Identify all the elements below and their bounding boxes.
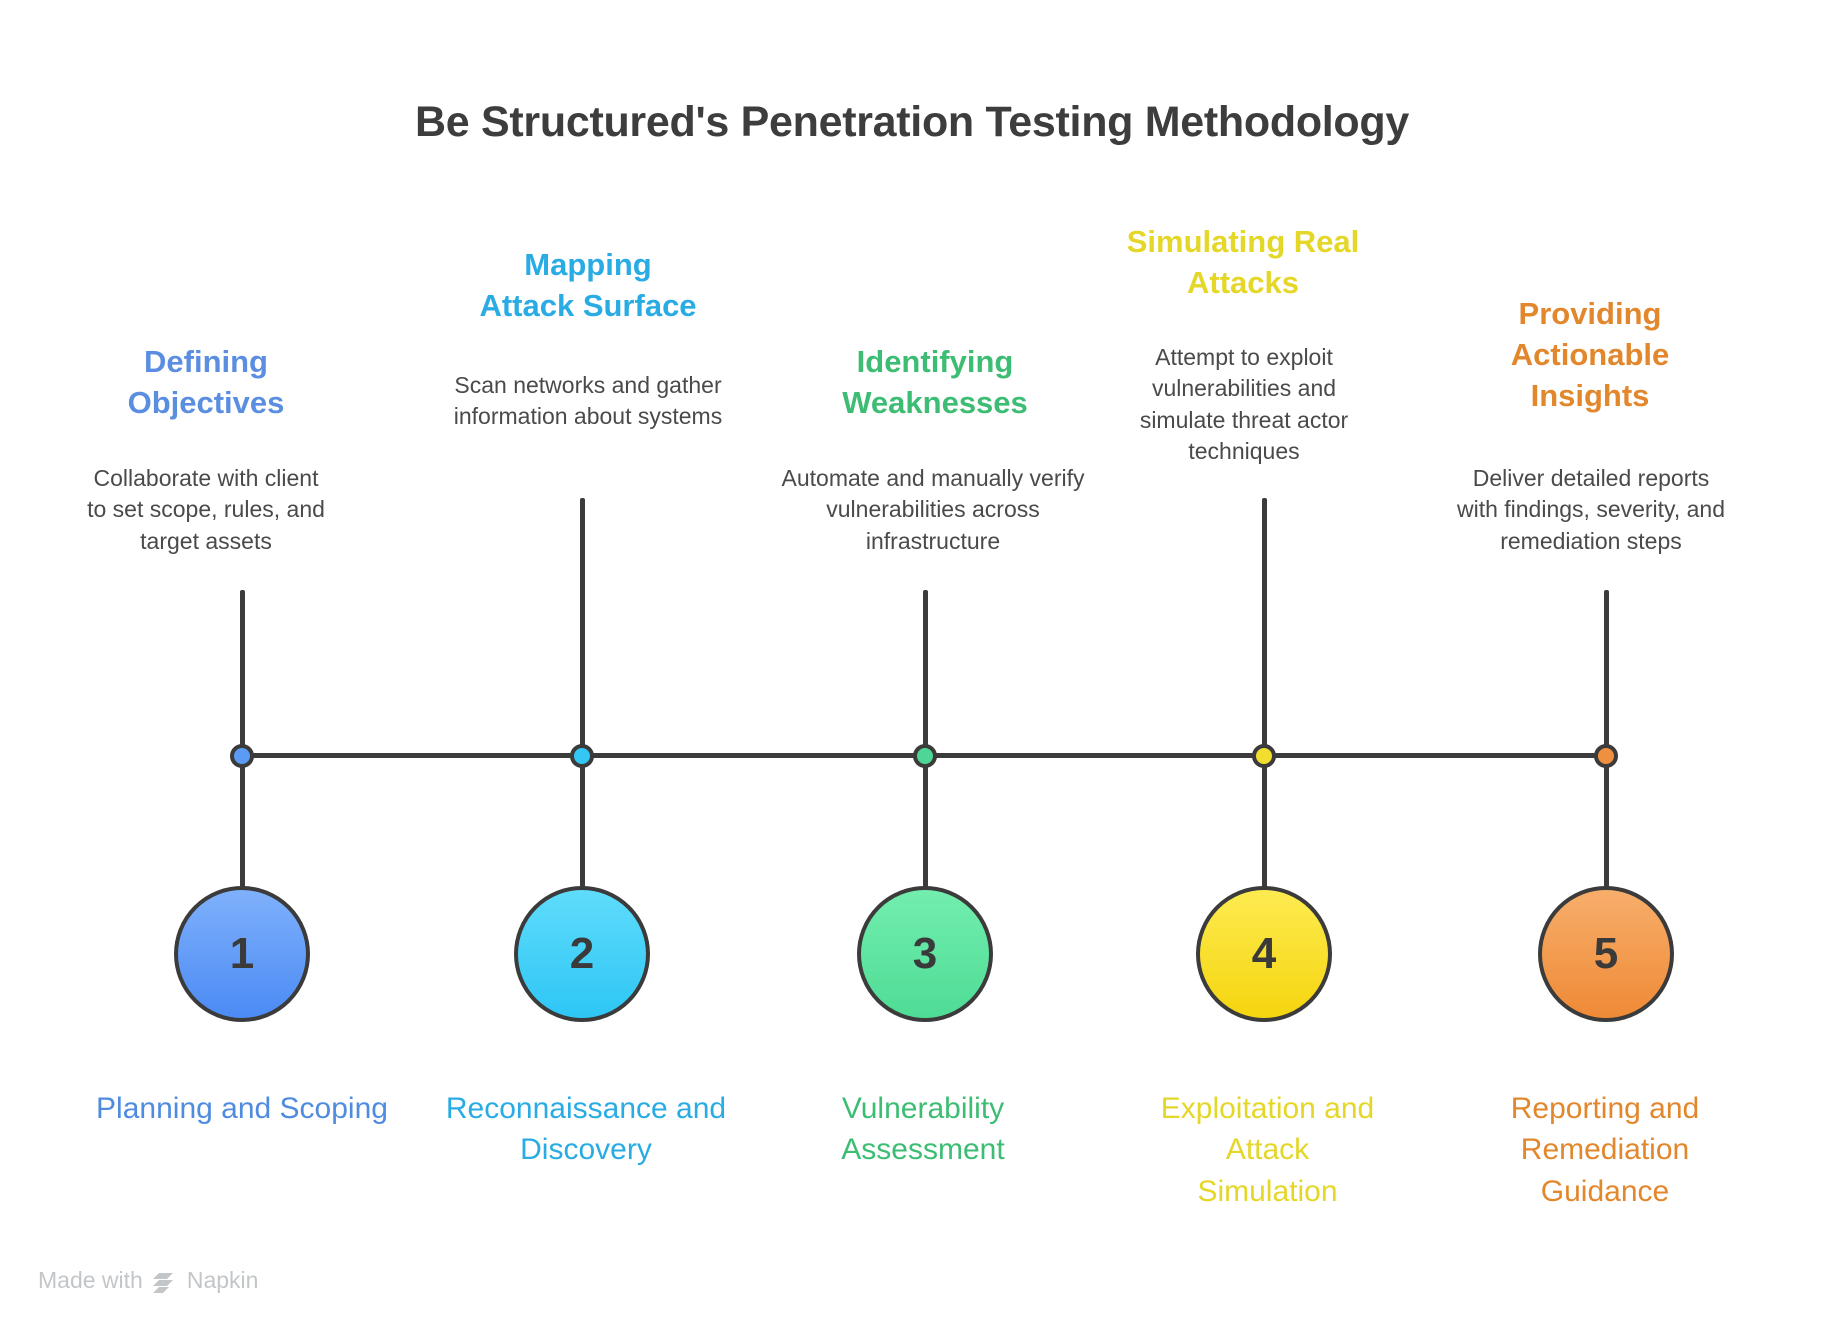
- step-3-headline-line-1: Identifying: [856, 344, 1014, 379]
- step-5-number: 5: [1593, 929, 1619, 978]
- step-3-number: 3: [912, 929, 938, 978]
- step-5-footer-label: Reporting and Remediation Guidance: [1510, 1092, 1700, 1208]
- step-2-number: 2: [569, 929, 595, 978]
- step-2-description: Scan networks and gather information abo…: [453, 372, 723, 430]
- step-1-number-circle[interactable]: 1: [174, 886, 310, 1022]
- step-2-headline: Mapping Attack Surface: [448, 245, 728, 327]
- step-3-number-circle[interactable]: 3: [857, 886, 993, 1022]
- step-5-headline-line-2: Actionable: [1510, 336, 1670, 372]
- step-4-stem-lower: [1262, 760, 1267, 908]
- step-1-headline-line-1: Defining: [144, 344, 268, 379]
- step-1-number: 1: [229, 929, 255, 978]
- step-5-timeline-dot[interactable]: [1594, 744, 1618, 768]
- step-4-headline-line-2: Attacks: [1187, 264, 1299, 300]
- step-2-footer-label: Reconnaissance and Discovery: [445, 1092, 727, 1167]
- step-4-number: 4: [1251, 929, 1277, 978]
- napkin-logo-icon: [152, 1269, 178, 1293]
- step-4-timeline-dot[interactable]: [1252, 744, 1276, 768]
- step-3-stem-upper: [923, 590, 928, 758]
- step-5-number-circle[interactable]: 5: [1538, 886, 1674, 1022]
- step-5-headline: Providing Actionable Insights: [1460, 294, 1720, 417]
- step-3-timeline-dot[interactable]: [913, 744, 937, 768]
- step-1-headline-line-2: Objectives: [127, 384, 285, 420]
- step-2-timeline-dot[interactable]: [570, 744, 594, 768]
- step-3-headline-line-2: Weaknesses: [842, 384, 1028, 420]
- step-1-headline: Defining Objectives: [78, 342, 334, 424]
- step-5-stem-upper: [1604, 590, 1609, 758]
- step-2-stem-lower: [580, 760, 585, 908]
- step-2-stem-upper: [580, 498, 585, 758]
- step-2-headline-line-2: Attack Surface: [479, 287, 697, 323]
- watermark: Made with Napkin: [38, 1267, 258, 1294]
- watermark-made-with-label: Made with: [38, 1267, 143, 1293]
- step-3-footer-label: Vulnerability Assessment: [841, 1092, 1005, 1167]
- step-5-headline-line-3: Insights: [1530, 377, 1650, 413]
- step-3-headline: Identifying Weaknesses: [790, 342, 1080, 424]
- step-2-number-circle[interactable]: 2: [514, 886, 650, 1022]
- step-1-stem-lower: [240, 760, 245, 908]
- step-3-description: Automate and manually verify vulnerabili…: [781, 465, 1085, 554]
- step-4-headline: Simulating Real Attacks: [1098, 222, 1388, 304]
- watermark-brand-label: Napkin: [186, 1267, 259, 1293]
- step-4-description: Attempt to exploit vulnerabilities and s…: [1139, 344, 1349, 464]
- step-1-timeline-dot[interactable]: [230, 744, 254, 768]
- step-1-description: Collaborate with client to set scope, ru…: [87, 465, 325, 554]
- step-1-stem-upper: [240, 590, 245, 758]
- step-4-stem-upper: [1262, 498, 1267, 758]
- step-5-headline-line-1: Providing: [1518, 296, 1662, 331]
- step-4-headline-line-1: Simulating Real: [1126, 224, 1360, 259]
- step-4-number-circle[interactable]: 4: [1196, 886, 1332, 1022]
- step-4-footer-label: Exploitation and Attack Simulation: [1160, 1092, 1375, 1208]
- step-1-footer-label: Planning and Scoping: [96, 1092, 388, 1125]
- step-2-headline-line-1: Mapping: [524, 247, 652, 282]
- step-5-description: Deliver detailed reports with findings, …: [1456, 465, 1726, 554]
- step-3-stem-lower: [923, 760, 928, 908]
- page-title: Be Structured's Penetration Testing Meth…: [415, 98, 1409, 146]
- step-5-stem-lower: [1604, 760, 1609, 908]
